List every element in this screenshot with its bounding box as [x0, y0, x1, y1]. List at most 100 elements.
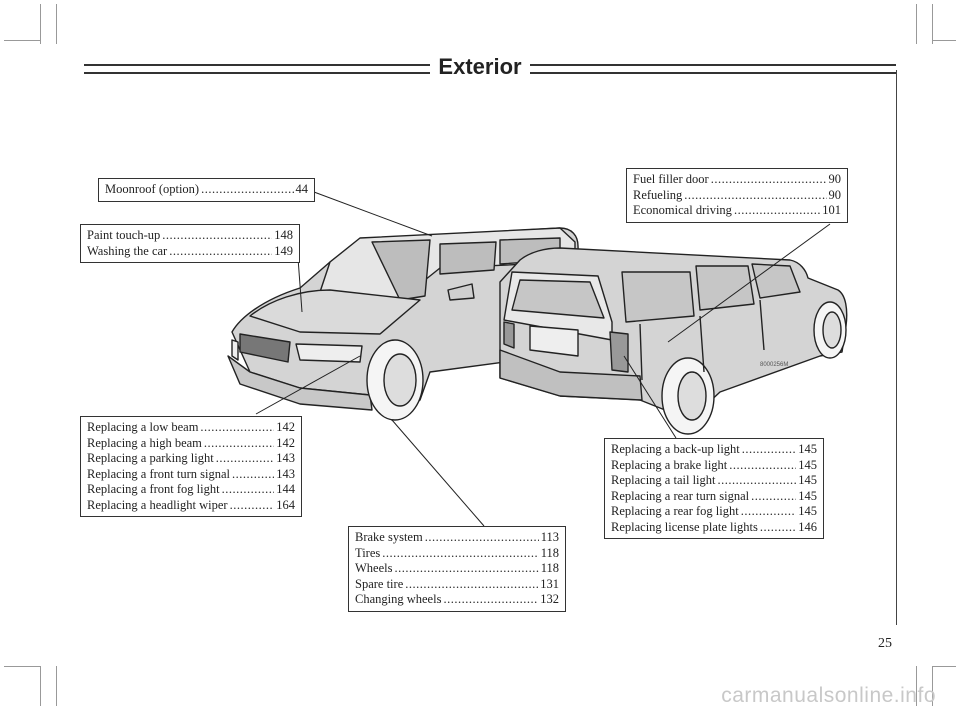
leader-dots [162, 228, 272, 244]
side-rule [896, 70, 897, 625]
leader-dots [751, 489, 796, 505]
entry-page: 90 [828, 187, 842, 202]
leader-dots [443, 592, 538, 608]
title-rule-left [84, 64, 444, 74]
crop-mark [56, 666, 57, 706]
index-entry: Replacing a low beam 142 [87, 420, 295, 436]
crop-mark [932, 666, 956, 667]
entry-page: 44 [295, 182, 309, 196]
page-number: 25 [878, 636, 892, 651]
front-lights-callout: Replacing a low beam142Replacing a high … [80, 416, 302, 517]
index-entry: Spare tire 131 [355, 577, 559, 593]
entry-page: 90 [828, 172, 842, 186]
entry-label: Wheels [355, 561, 393, 575]
crop-mark [4, 666, 40, 667]
entry-page: 145 [798, 457, 817, 472]
index-entry: Moonroof (option) 44 [105, 182, 308, 198]
crop-mark [932, 40, 956, 41]
leader-dots [216, 451, 275, 467]
entry-label: Economical driving [633, 203, 732, 217]
index-entry: Replacing a rear turn signal 145 [611, 489, 817, 505]
entry-page: 118 [540, 545, 559, 560]
crop-mark [932, 666, 933, 706]
entry-label: Refueling [633, 187, 683, 202]
watermark: carmanualsonline.info [721, 684, 936, 707]
rear-lights-callout: Replacing a back-up light145Replacing a … [604, 438, 824, 539]
crop-mark [916, 666, 917, 706]
leader-dots [232, 467, 274, 483]
crop-mark [4, 40, 40, 41]
entry-page: 118 [540, 561, 559, 575]
index-entry: Replacing license plate lights146 [611, 520, 817, 536]
entry-page: 145 [798, 442, 817, 456]
entry-page: 143 [276, 466, 295, 481]
entry-label: Replacing a parking light [87, 451, 214, 465]
entry-page: 144 [276, 482, 295, 496]
entry-page: 113 [540, 530, 559, 544]
entry-label: Brake system [355, 530, 423, 544]
entry-label: Replacing a back-up light [611, 442, 740, 456]
index-entry: Paint touch-up 148 [87, 228, 293, 244]
index-entry: Replacing a back-up light 145 [611, 442, 817, 458]
fuel-callout: Fuel filler door90Refueling90Economical … [626, 168, 848, 223]
entry-label: Replacing a headlight wiper [87, 497, 228, 512]
entry-label: Replacing a high beam [87, 435, 202, 450]
entry-page: 145 [798, 504, 817, 518]
entry-page: 149 [274, 243, 293, 258]
index-entry: Brake system 113 [355, 530, 559, 546]
leader-dots [760, 520, 796, 536]
entry-label: Replacing a brake light [611, 457, 728, 472]
leader-dots [394, 561, 538, 577]
crop-mark [932, 4, 933, 44]
page-title: Exterior [0, 54, 960, 80]
index-entry: Replacing a rear fog light 145 [611, 504, 817, 520]
entry-label: Replacing a low beam [87, 420, 199, 434]
entry-page: 145 [798, 473, 817, 487]
entry-page: 132 [540, 592, 559, 606]
entry-label: Spare tire [355, 576, 404, 591]
index-entry: Replacing a brake light 145 [611, 458, 817, 474]
leader-dots [169, 244, 272, 260]
index-entry: Changing wheels 132 [355, 592, 559, 608]
entry-label: Tires [355, 545, 381, 560]
entry-label: Replacing a front fog light [87, 482, 220, 496]
entry-label: Moonroof (option) [105, 182, 200, 196]
leader-dots [718, 473, 797, 489]
leader-dots [222, 482, 275, 498]
index-entry: Washing the car 149 [87, 244, 293, 260]
leader-dots [425, 530, 539, 546]
index-entry: Replacing a tail light 145 [611, 473, 817, 489]
entry-page: 148 [274, 228, 293, 242]
entry-page: 142 [276, 420, 295, 434]
entry-label: Fuel filler door [633, 172, 709, 186]
leader-dots [200, 420, 274, 436]
image-code: 8000256M [760, 362, 789, 368]
entry-page: 143 [276, 451, 295, 465]
moonroof-callout: Moonroof (option) 44 [98, 178, 315, 202]
wheels-callout: Brake system113Tires118Wheels118Spare ti… [348, 526, 566, 612]
index-entry: Economical driving 101 [633, 203, 841, 219]
entry-label: Washing the car [87, 243, 168, 258]
entry-page: 142 [276, 435, 295, 450]
entry-label: Replacing a front turn signal [87, 466, 231, 481]
entry-label: Paint touch-up [87, 228, 161, 242]
crop-mark [916, 4, 917, 44]
entry-page: 145 [798, 488, 817, 503]
leader-dots [230, 498, 275, 514]
index-entry: Tires 118 [355, 546, 559, 562]
entry-label: Replacing a rear fog light [611, 504, 739, 518]
entry-label: Changing wheels [355, 592, 442, 606]
entry-page: 131 [540, 576, 559, 591]
entry-page: 164 [276, 497, 295, 512]
entry-label: Replacing a tail light [611, 473, 716, 487]
index-entry: Wheels 118 [355, 561, 559, 577]
leader-dots [382, 546, 538, 562]
leader-dots [405, 577, 538, 593]
crop-mark [56, 4, 57, 44]
leader-dots [201, 182, 293, 198]
entry-label: Replacing a rear turn signal [611, 488, 750, 503]
entry-page: 146 [798, 519, 817, 534]
entry-page: 101 [822, 203, 841, 217]
